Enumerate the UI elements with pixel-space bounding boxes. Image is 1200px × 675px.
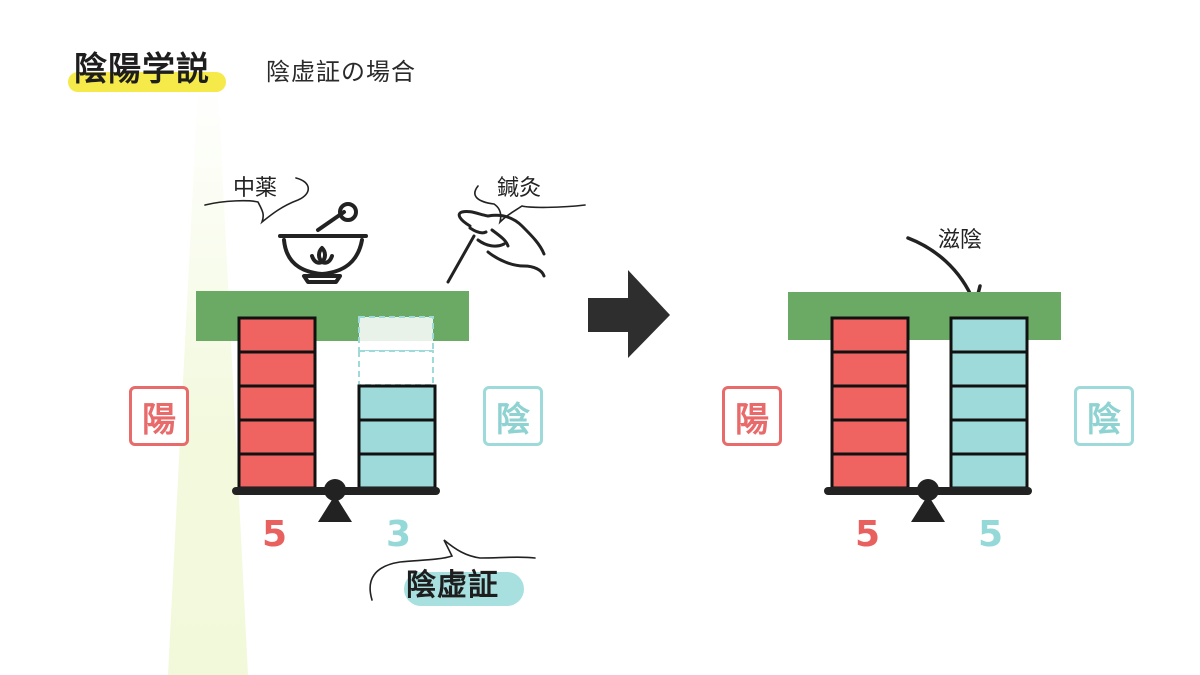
diagnosis-callout-line: [369, 539, 536, 601]
left-yin-value: 3: [386, 514, 412, 555]
right-arrow-icon: [588, 270, 670, 358]
left-yin-block-1: [357, 384, 437, 422]
right-yin-column: [949, 316, 1029, 490]
hand-needle-icon: [446, 210, 546, 284]
left-yang-block-5: [237, 452, 317, 490]
left-yin-missing-blocks: [358, 316, 434, 386]
right-yin-block-4: [949, 418, 1029, 456]
left-scale-base: [232, 479, 440, 522]
right-yang-block-4: [830, 418, 910, 456]
right-yin-value: 5: [978, 514, 1004, 555]
left-yin-missing-block-1: [358, 316, 434, 352]
right-yin-block-2: [949, 350, 1029, 388]
left-yang-block-3: [237, 384, 317, 422]
right-yang-block-3: [830, 384, 910, 422]
left-yang-block-4: [237, 418, 317, 456]
left-yang-block-1: [237, 316, 317, 354]
callout-acupuncture-label: 鍼灸: [497, 176, 542, 201]
mortar-pestle-icon: [278, 202, 368, 284]
callout-herbal-label: 中薬: [233, 176, 278, 201]
title-highlight: [68, 72, 226, 92]
left-yang-block-2: [237, 350, 317, 388]
left-yang-column: [237, 316, 317, 490]
left-yin-column: [357, 384, 437, 490]
page-title: 陰陽学説: [74, 49, 210, 88]
right-yang-block-5: [830, 452, 910, 490]
right-yang-column: [830, 316, 910, 490]
diagnosis-tag-highlight: [404, 572, 524, 606]
right-yin-block-1: [949, 316, 1029, 354]
callout-acupuncture-bubble: [474, 185, 586, 225]
right-scale-base: [824, 479, 1032, 522]
right-yin-block-3: [949, 384, 1029, 422]
left-yang-label: 陽: [129, 386, 189, 446]
left-yin-block-3: [357, 452, 437, 490]
right-yang-block-1: [830, 316, 910, 354]
right-yang-value: 5: [855, 514, 881, 555]
callout-treatment-label: 滋陰: [938, 228, 983, 253]
callout-herbal-bubble: [204, 177, 310, 225]
left-yin-block-2: [357, 418, 437, 456]
right-yang-block-2: [830, 350, 910, 388]
right-yang-label: 陽: [722, 386, 782, 446]
left-yin-missing-block-2: [358, 350, 434, 386]
left-yang-value: 5: [262, 514, 288, 555]
right-yin-block-5: [949, 452, 1029, 490]
right-yin-label: 陰: [1074, 386, 1134, 446]
left-yin-label: 陰: [483, 386, 543, 446]
page-subtitle: 陰虚証の場合: [266, 58, 416, 86]
diagnosis-tag: 陰虚証: [406, 568, 499, 603]
